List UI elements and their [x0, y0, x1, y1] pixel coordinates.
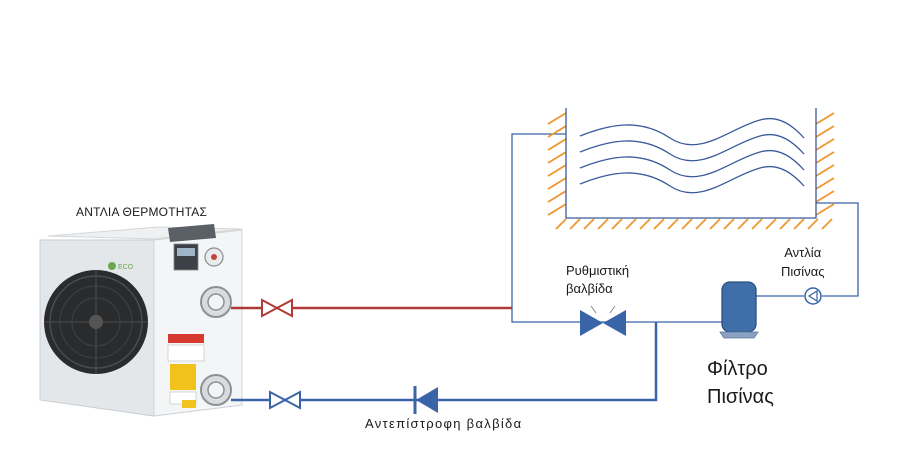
regulating-valve-label: Ρυθμιστική βαλβίδα: [566, 262, 629, 298]
gate-valve-icon: [261, 298, 293, 318]
pool-inlet-line: [511, 133, 566, 308]
brand-logo: ECO: [118, 264, 134, 271]
filter-icon: [719, 281, 759, 339]
bypass-line: [511, 308, 722, 323]
filter-label-line1: Φίλτρο: [707, 358, 768, 380]
pool-pump-label: Αντλία Πισίνας: [781, 243, 824, 281]
check-valve-label: Αντεπίστροφη βαλβίδα: [365, 416, 523, 431]
filter-label: Φίλτρο Πισίνας: [707, 355, 774, 411]
water-waves: [579, 117, 805, 194]
cold-pipe: [231, 322, 658, 402]
filter-label-line2: Πισίνας: [707, 386, 774, 408]
pool-outlet-line: [816, 202, 859, 297]
heat-pump-unit: ECO: [39, 224, 243, 417]
pool-pump-label-line2: Πισίνας: [781, 264, 825, 279]
gate-valve-icon: [580, 305, 626, 336]
regulating-valve-label-line1: Ρυθμιστική: [566, 263, 630, 278]
check-valve-icon: [413, 386, 438, 414]
gate-valve-icon: [269, 390, 301, 410]
pump-icon: [804, 287, 822, 305]
fan-icon: [44, 270, 148, 374]
pool-pump-label-line1: Αντλία: [784, 245, 822, 260]
heat-pump-label: ΑΝΤΛΙΑ ΘΕΡΜΟΤΗΤΑΣ: [76, 205, 208, 219]
pool-basin: [547, 108, 835, 230]
regulating-valve-label-line2: βαλβίδα: [566, 281, 613, 296]
